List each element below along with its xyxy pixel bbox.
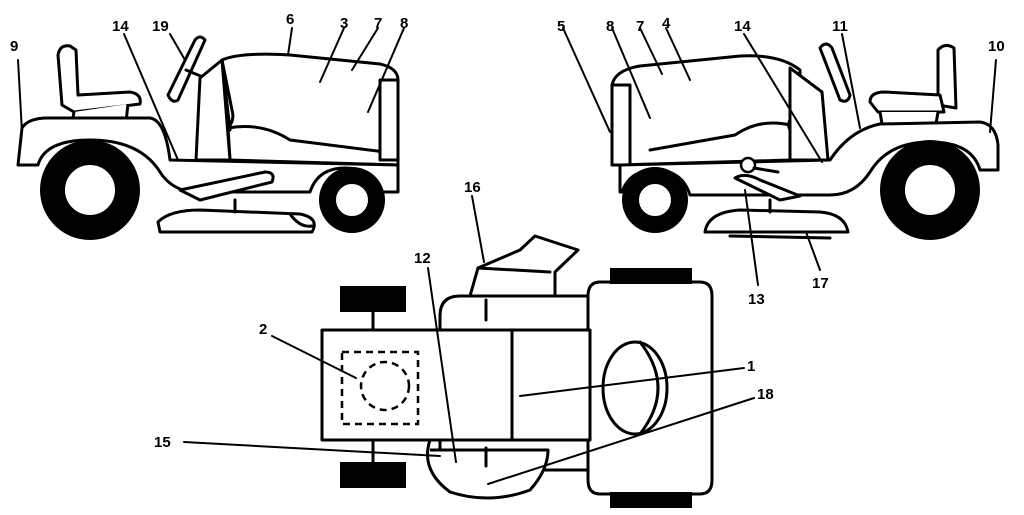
callout-15: 15 bbox=[154, 434, 171, 451]
top-front-tire-lower bbox=[610, 492, 692, 508]
callout-6: 6 bbox=[286, 11, 294, 28]
left-body bbox=[16, 116, 400, 194]
callout-17: 17 bbox=[812, 275, 829, 292]
callout-labels: 9 14 19 6 3 7 8 5 8 7 4 14 11 10 13 17 1… bbox=[10, 11, 1005, 451]
callout-16: 16 bbox=[464, 179, 481, 196]
callout-9: 9 bbox=[10, 38, 18, 55]
callout-19: 19 bbox=[152, 18, 169, 35]
callout-2: 2 bbox=[259, 321, 267, 338]
left-seat bbox=[56, 44, 142, 114]
callout-12: 12 bbox=[414, 250, 431, 267]
callout-13: 13 bbox=[748, 291, 765, 308]
callout-7: 7 bbox=[374, 15, 382, 32]
left-side-view bbox=[16, 35, 400, 240]
right-hood bbox=[610, 54, 802, 167]
callout-11: 11 bbox=[832, 18, 848, 35]
callout-8: 8 bbox=[400, 15, 408, 32]
leader-lines bbox=[17, 27, 997, 485]
top-front-tire-upper bbox=[610, 268, 692, 284]
right-mower-deck bbox=[703, 208, 850, 234]
right-seat bbox=[936, 43, 958, 110]
top-rear-tire-lower bbox=[340, 462, 406, 488]
callout-18: 18 bbox=[757, 386, 774, 403]
top-rear-tire-upper bbox=[340, 286, 406, 312]
callout-3: 3 bbox=[340, 15, 348, 32]
right-side-view bbox=[610, 42, 1000, 240]
callout-1: 1 bbox=[747, 358, 755, 375]
callout-14-right: 14 bbox=[734, 18, 751, 35]
left-hood bbox=[220, 52, 400, 167]
callout-8-right: 8 bbox=[606, 18, 614, 35]
callout-10: 10 bbox=[988, 38, 1005, 55]
callout-14: 14 bbox=[112, 18, 129, 35]
top-view bbox=[320, 234, 714, 508]
top-steering-area bbox=[468, 234, 580, 298]
left-mower-deck bbox=[156, 208, 316, 234]
callout-4: 4 bbox=[662, 15, 671, 32]
callout-5: 5 bbox=[557, 18, 565, 35]
right-steering-wheel bbox=[818, 42, 852, 103]
callout-7-right: 7 bbox=[636, 18, 644, 35]
